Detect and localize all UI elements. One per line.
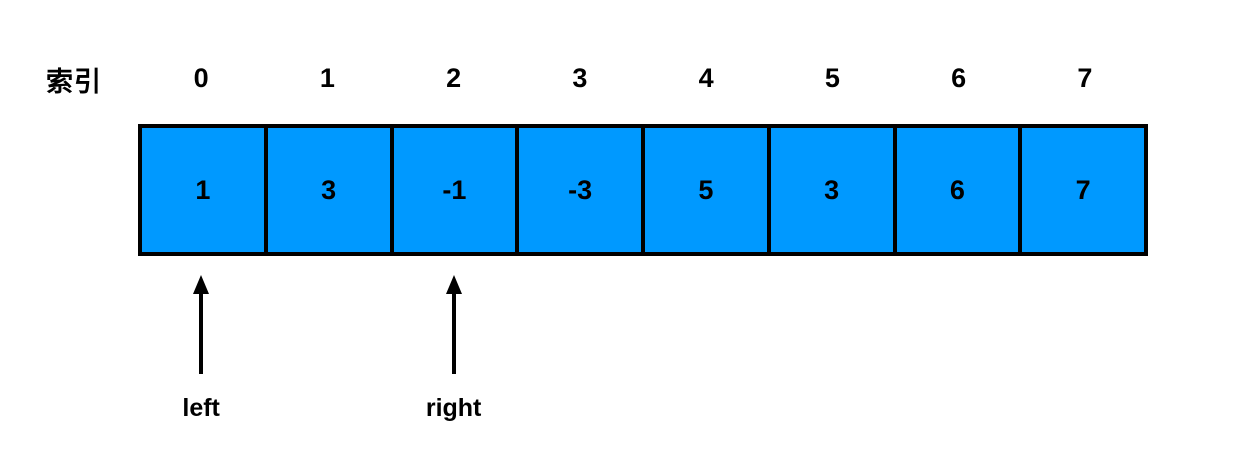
index-row-caption: 索引: [46, 67, 102, 97]
array-container: 1 3 -1 -3 5 3 6 7: [138, 124, 1148, 256]
array-cell: 3: [267, 128, 394, 252]
array-cell: 5: [645, 128, 771, 252]
pointer-label: left: [182, 394, 220, 422]
array-cell: 6: [896, 128, 1023, 252]
index-number: 1: [319, 63, 335, 93]
index-number-row: 0 1 2 3 4 5 6 7: [138, 58, 1148, 98]
pointer-left: left: [121, 274, 281, 423]
index-number: 0: [193, 63, 209, 93]
index-number: 4: [698, 63, 714, 93]
index-number: 5: [824, 63, 840, 93]
array-cell: 7: [1022, 128, 1144, 252]
pointer-right: right: [374, 274, 534, 423]
array-cell: -1: [393, 128, 520, 252]
index-number: 2: [446, 63, 462, 93]
array-cell: 3: [770, 128, 897, 252]
index-number: 6: [951, 63, 967, 93]
array-cell: 1: [142, 128, 268, 252]
pointer-label: right: [425, 394, 482, 422]
arrow-up-icon: [193, 275, 210, 374]
array-cell: -3: [519, 128, 645, 252]
index-number: 3: [572, 63, 588, 93]
index-number: 7: [1077, 63, 1093, 93]
arrow-up-icon: [445, 275, 462, 374]
